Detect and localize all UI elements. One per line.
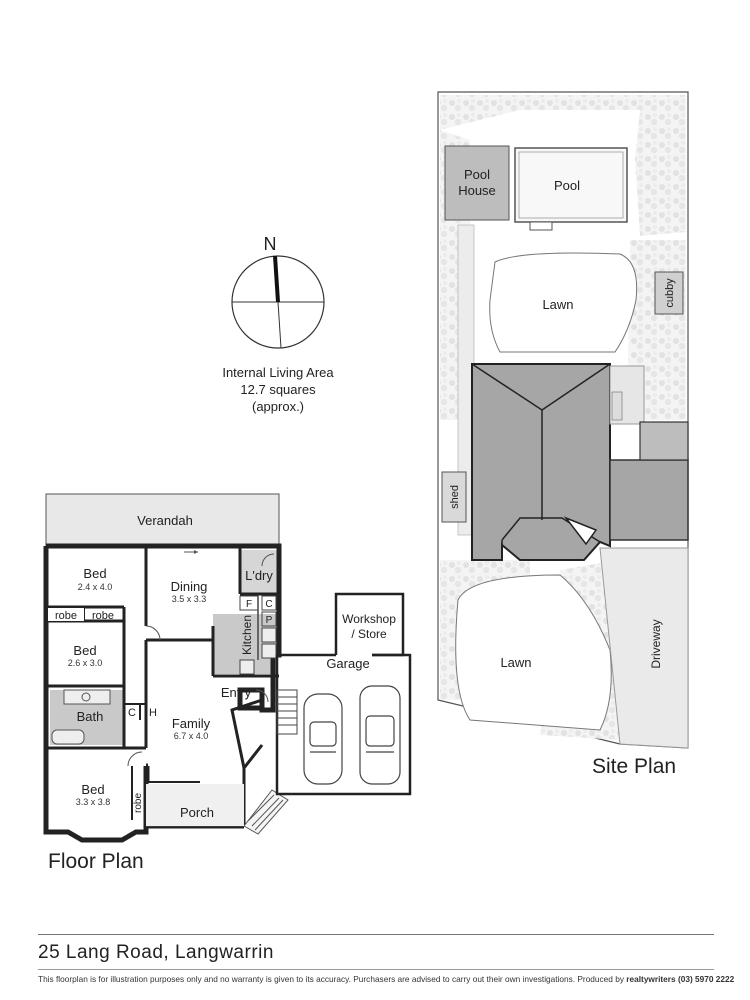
pool-house2-label: House bbox=[458, 183, 496, 198]
cubby bbox=[654, 271, 684, 315]
verandah-label: Verandah bbox=[137, 513, 193, 528]
shed-label: shed bbox=[449, 485, 461, 509]
property-address: 25 Lang Road, Langwarrin bbox=[38, 942, 274, 963]
bath-label: Bath bbox=[77, 709, 104, 724]
bed1-label: Bed bbox=[83, 566, 106, 581]
garage-label: Garage bbox=[326, 656, 369, 671]
compass: N bbox=[231, 234, 325, 349]
footer-rule-top bbox=[38, 934, 714, 935]
laundry-floor bbox=[240, 550, 277, 594]
family-size-label: 6.7 x 4.0 bbox=[174, 731, 209, 741]
robe2-label: robe bbox=[92, 610, 114, 622]
bed2-size-label: 2.6 x 3.0 bbox=[68, 658, 103, 668]
workshop1-label: Workshop bbox=[342, 612, 396, 626]
cubby-label: cubby bbox=[664, 278, 676, 308]
entry-label: Entry bbox=[221, 685, 252, 700]
c2-label: C bbox=[265, 599, 272, 610]
driveway bbox=[599, 547, 689, 749]
robe3-label: robe bbox=[133, 793, 144, 813]
disclaimer: This floorplan is for illustration purpo… bbox=[38, 974, 734, 984]
bed2-label: Bed bbox=[73, 643, 96, 658]
robe1-label: robe bbox=[55, 610, 77, 622]
bed1-size-label: 2.4 x 4.0 bbox=[78, 582, 113, 592]
p-label: P bbox=[266, 615, 273, 626]
dining-label: Dining bbox=[171, 579, 208, 594]
bed3-label: Bed bbox=[81, 782, 104, 797]
site-plan: Pool House Pool Lawn cubby shed Lawn Dri… bbox=[437, 91, 689, 778]
family-label: Family bbox=[172, 716, 211, 731]
north-label: N bbox=[264, 234, 277, 254]
area-note-line3: (approx.) bbox=[252, 399, 304, 414]
car-left bbox=[303, 693, 343, 785]
porch-steps bbox=[243, 789, 289, 835]
footer-rule-bottom bbox=[38, 969, 714, 970]
area-note-line2: 12.7 squares bbox=[240, 382, 316, 397]
lawn-front-label: Lawn bbox=[500, 655, 531, 670]
floor-plan-title: Floor Plan bbox=[48, 850, 144, 873]
porch-label: Porch bbox=[180, 805, 214, 820]
ldry-label: L'dry bbox=[245, 568, 273, 583]
c1-label: C bbox=[128, 707, 136, 719]
pool-house1-label: Pool bbox=[464, 167, 490, 182]
driveway-label: Driveway bbox=[649, 619, 663, 668]
h-label: H bbox=[149, 707, 157, 719]
verandah bbox=[45, 493, 280, 547]
kitchen-label: Kitchen bbox=[240, 615, 254, 655]
f-label: F bbox=[246, 599, 252, 610]
floor-plan: Verandah bbox=[43, 493, 412, 873]
garage-roof bbox=[609, 459, 689, 541]
house-roof bbox=[471, 363, 611, 561]
back-lawn bbox=[489, 252, 638, 353]
pool bbox=[514, 147, 628, 223]
lawn-back-label: Lawn bbox=[542, 297, 573, 312]
pool-house bbox=[444, 145, 510, 221]
garage bbox=[275, 592, 412, 796]
disclaimer-text: This floorplan is for illustration purpo… bbox=[38, 974, 627, 984]
area-note-line1: Internal Living Area bbox=[222, 365, 334, 380]
dining-size-label: 3.5 x 3.3 bbox=[172, 594, 207, 604]
north-needle bbox=[273, 255, 280, 303]
site-plan-title: Site Plan bbox=[592, 755, 676, 778]
bed3-size-label: 3.3 x 3.8 bbox=[76, 797, 111, 807]
producer-credit: realtywriters (03) 5970 2222 bbox=[626, 974, 735, 984]
pool-label: Pool bbox=[554, 178, 580, 193]
workshop2-label: / Store bbox=[351, 627, 387, 641]
car-right bbox=[359, 685, 401, 785]
shed bbox=[441, 471, 467, 523]
